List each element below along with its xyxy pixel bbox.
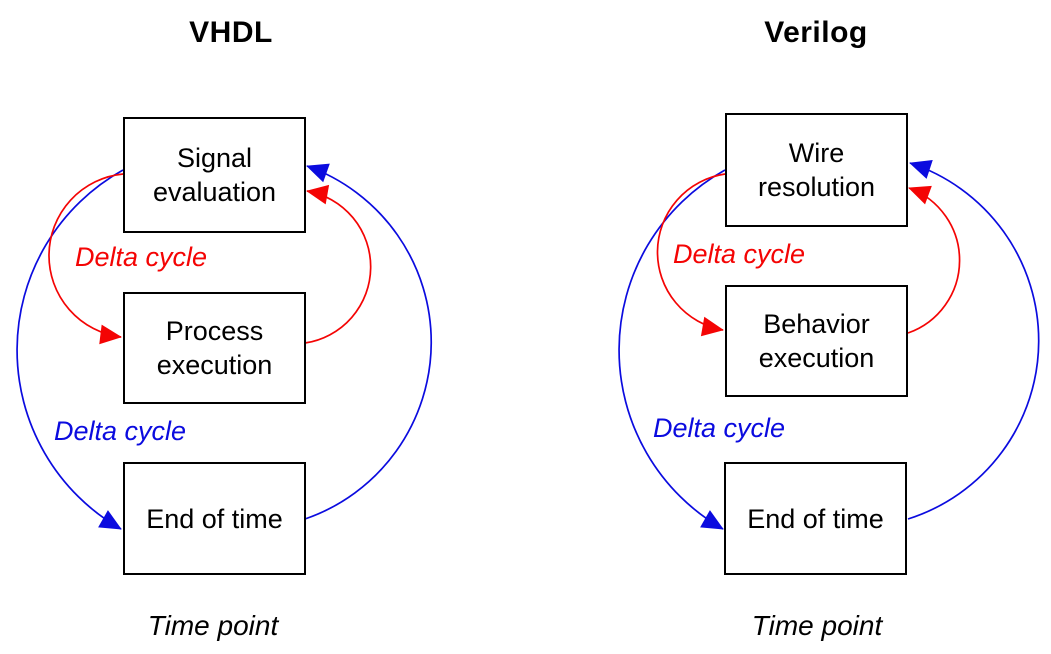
vhdl-delta-cycle-blue-label: Delta cycle [54,416,187,446]
vhdl-red-arc-signal-to-process [48,173,124,345]
vhdl-end-of-time-label: End of time [146,503,283,534]
verilog-red-arc-wire-to-behavior [656,173,726,337]
process-execution-label-line1: Process [165,316,264,346]
vhdl-delta-cycle-red-label: Delta cycle [75,242,208,272]
verilog-title: Verilog [764,16,868,49]
vhdl-time-point-label: Time point [147,610,279,641]
wire-resolution-box: Wire resolution [725,113,908,227]
process-execution-label-line2: execution [156,350,273,380]
signal-evaluation-label-line2: evaluation [152,177,277,207]
wire-resolution-label-line1: Wire [788,138,845,168]
behavior-execution-box: Behavior execution [725,285,908,397]
vhdl-red-arc-process-to-signal [304,184,372,344]
behavior-execution-label-line1: Behavior [763,309,870,339]
behavior-execution-label-line2: execution [758,343,875,373]
vhdl-end-of-time-box: End of time [123,462,306,575]
verilog-end-of-time-box: End of time [724,462,907,575]
verilog-time-point-label: Time point [751,610,883,641]
verilog-delta-cycle-blue-label: Delta cycle [653,413,786,443]
verilog-red-arc-behavior-to-wire [907,185,961,334]
vhdl-title: VHDL [189,16,273,49]
verilog-delta-cycle-red-label: Delta cycle [673,239,806,269]
verilog-blue-arc-wire-to-endoftime [618,169,726,530]
vhdl-blue-arc-signal-to-endoftime [16,169,124,530]
verilog-end-of-time-label: End of time [747,503,884,534]
signal-evaluation-box: Signal evaluation [123,117,306,233]
vhdl-blue-arc-endoftime-to-signal [304,163,433,520]
wire-resolution-label-line2: resolution [757,172,876,202]
process-execution-box: Process execution [123,292,306,404]
signal-evaluation-label-line1: Signal [176,143,253,173]
verilog-blue-arc-endoftime-to-wire [907,160,1040,520]
